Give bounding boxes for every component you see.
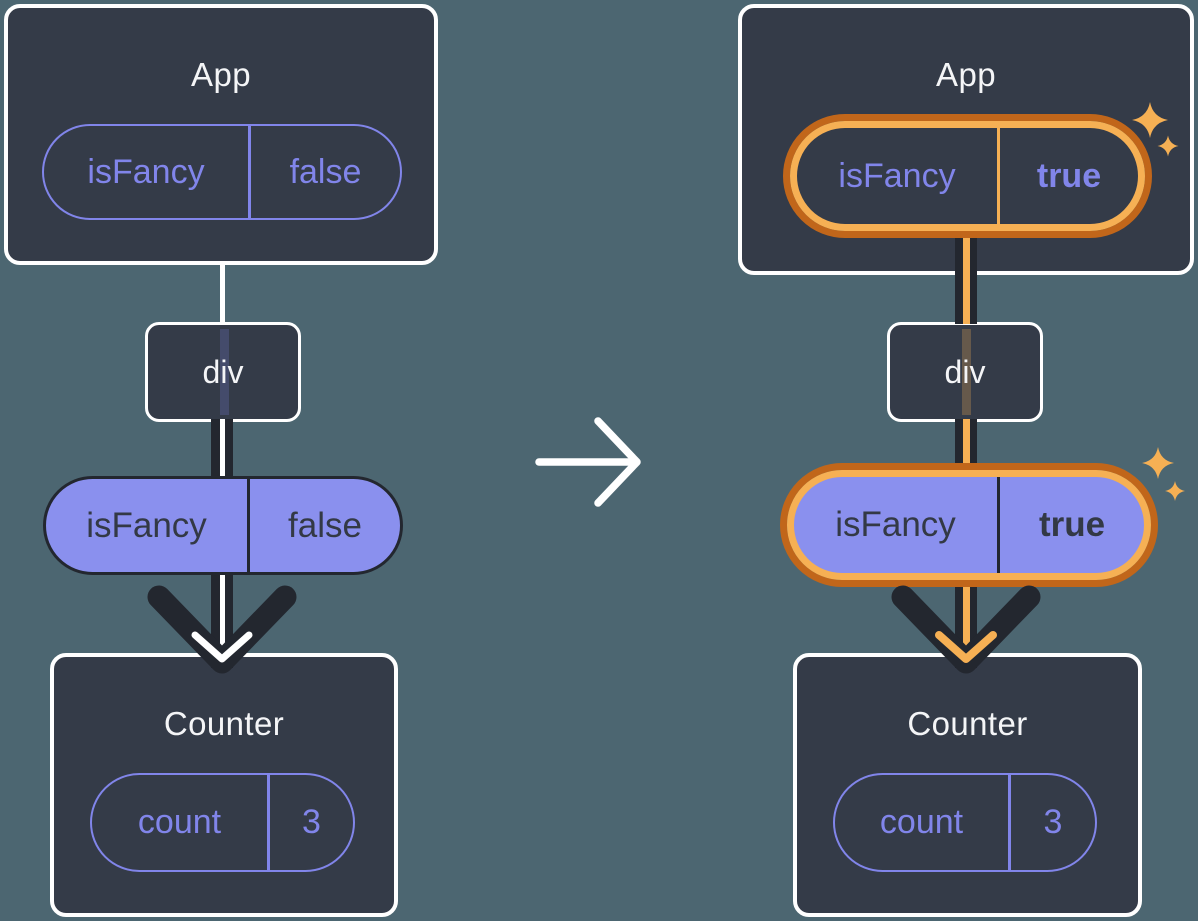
- counter-title: Counter: [907, 705, 1028, 742]
- pill-divider: [267, 775, 270, 870]
- connector-div-to-prop-light: [962, 419, 970, 468]
- counter-title: Counter: [163, 705, 285, 742]
- arrow-right-icon: [535, 417, 641, 507]
- pill-divider: [247, 479, 250, 572]
- pill-divider: [1008, 775, 1011, 870]
- div-label: div: [944, 353, 986, 390]
- state-flow-through-strip: [962, 329, 971, 415]
- div-node-card-left: div: [145, 322, 301, 422]
- connector-prop-to-counter-light: [219, 572, 225, 656]
- state-value: true: [1036, 156, 1102, 195]
- counter-state-pill-left: count 3: [90, 773, 355, 872]
- pill-divider: [997, 128, 1000, 224]
- div-label: div: [202, 353, 244, 390]
- state-value: 3: [302, 803, 321, 841]
- pill-divider: [248, 126, 251, 218]
- sparkle-icon: [1142, 447, 1174, 479]
- counter-state-pill-right: count 3: [833, 773, 1097, 872]
- sparkle-icon: [1165, 481, 1185, 501]
- connector-app-to-div-light: [962, 236, 970, 324]
- div-node-card-right: div: [887, 322, 1043, 422]
- state-flow-through-strip: [220, 329, 229, 415]
- pill-divider: [997, 477, 1000, 573]
- state-name: count: [137, 803, 222, 841]
- state-name: count: [879, 803, 964, 841]
- app-state-pill-left: isFancy false: [42, 124, 402, 220]
- state-name: isFancy: [87, 152, 205, 191]
- app-state-pill-right-highlighted: isFancy true: [783, 114, 1152, 238]
- passed-prop-pill-right-highlighted: isFancy true: [780, 463, 1158, 587]
- state-value: false: [289, 152, 362, 191]
- prop-value: false: [288, 505, 362, 545]
- connector-app-to-div: [219, 261, 225, 324]
- state-name: isFancy: [838, 156, 956, 195]
- connector-div-to-prop-light: [219, 419, 225, 479]
- prop-name: isFancy: [835, 505, 956, 544]
- connector-prop-to-counter-light: [962, 583, 970, 656]
- counter-component-card-left: Counter: [50, 653, 398, 917]
- state-value: 3: [1043, 803, 1063, 841]
- passed-prop-pill-left: isFancy false: [43, 476, 403, 575]
- prop-name: isFancy: [86, 505, 207, 545]
- app-title: App: [936, 56, 996, 93]
- prop-value: true: [1038, 505, 1106, 544]
- app-title: App: [191, 56, 251, 93]
